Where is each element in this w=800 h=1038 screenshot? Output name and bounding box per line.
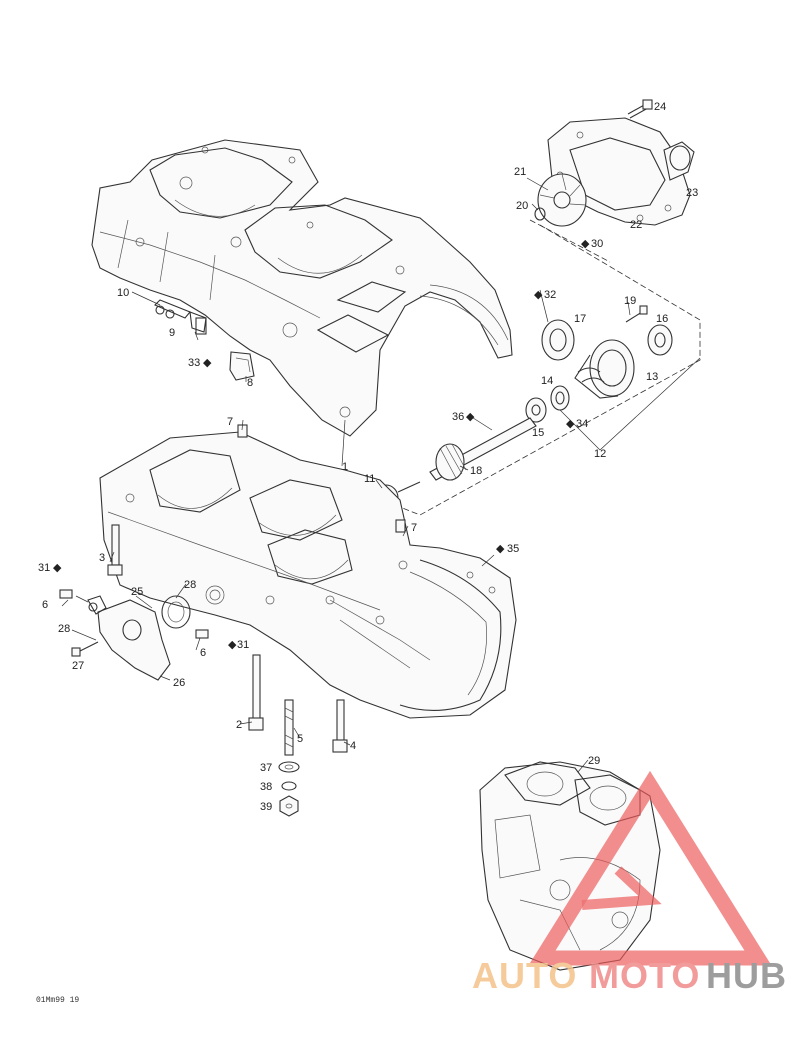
- callout-labels: 24 21 23 20 22 ◆ 30 ◆ 32 19 16 17 13 14 …: [38, 101, 698, 813]
- callout-1: 1: [342, 461, 348, 473]
- fitting-parts-9-10: [154, 299, 207, 335]
- callout-7-upper: 7: [227, 416, 233, 428]
- callout-21: 21: [514, 166, 526, 178]
- callout-4: 4: [350, 740, 356, 752]
- callout-6-left: 6: [42, 599, 48, 611]
- callout-36: 36: [452, 411, 464, 423]
- callout-5: 5: [297, 733, 303, 745]
- lubricant-drop-icon: ◆: [534, 289, 543, 301]
- callout-37: 37: [260, 762, 272, 774]
- callout-23: 23: [686, 187, 698, 199]
- callout-17: 17: [574, 313, 586, 325]
- callout-25: 25: [131, 586, 143, 598]
- callout-20: 20: [516, 200, 528, 212]
- watermark-hub: HUB: [706, 955, 787, 996]
- callout-13: 13: [646, 371, 658, 383]
- callout-15: 15: [532, 427, 544, 439]
- lubricant-drop-icon: ◆: [581, 238, 590, 250]
- callout-10: 10: [117, 287, 129, 299]
- callout-11: 11: [364, 473, 375, 485]
- callout-31-left: 31: [38, 562, 50, 574]
- callout-28-left: 28: [58, 623, 70, 635]
- lubricant-drop-icon: ◆: [53, 562, 62, 574]
- leader-lines: [61, 177, 701, 773]
- callout-32: 32: [544, 289, 556, 301]
- inset-cylinder-assembly: [479, 761, 661, 971]
- callout-3: 3: [99, 552, 105, 564]
- callout-22: 22: [630, 219, 642, 231]
- lubricant-drop-icon: ◆: [566, 418, 575, 430]
- automotohub-watermark-logo: AUTO MOTO HUB: [472, 770, 787, 996]
- lubricant-drop-icon: ◆: [228, 639, 237, 651]
- callout-31-center: 31: [237, 639, 249, 651]
- lubricant-drop-icon: ◆: [203, 357, 212, 369]
- dowel-part-7-lower: [395, 519, 406, 533]
- watermark-moto: MOTO: [589, 955, 700, 996]
- callout-18: 18: [470, 465, 482, 477]
- drawing-reference-code: 01Mm99 19: [36, 996, 80, 1005]
- water-pump-housing: [534, 99, 695, 227]
- callout-19: 19: [624, 295, 636, 307]
- watermark-auto: AUTO: [472, 955, 577, 996]
- grommet-part-8: [229, 351, 255, 381]
- callout-27: 27: [72, 660, 84, 672]
- callout-34: 34: [576, 418, 588, 430]
- callout-9: 9: [169, 327, 175, 339]
- callout-29: 29: [588, 755, 600, 767]
- callout-35: 35: [507, 543, 519, 555]
- pump-group-outline: [394, 224, 701, 516]
- callout-33: 33: [188, 357, 200, 369]
- drive-shaft-group: [373, 305, 673, 512]
- lubricant-drop-icon: ◆: [466, 411, 475, 423]
- oil-pump-assembly: [59, 589, 209, 681]
- callout-14: 14: [541, 375, 553, 387]
- callout-38: 38: [260, 781, 272, 793]
- callout-6-center: 6: [200, 647, 206, 659]
- callout-16: 16: [656, 313, 668, 325]
- callout-28-center: 28: [184, 579, 196, 591]
- lubricant-drop-icon: ◆: [496, 543, 505, 555]
- callout-8: 8: [247, 377, 253, 389]
- pump-group-outline-2: [529, 219, 611, 263]
- callout-30: 30: [591, 238, 603, 250]
- upper-crankcase: [91, 139, 513, 437]
- callout-39: 39: [260, 801, 272, 813]
- callout-26: 26: [173, 677, 185, 689]
- lower-crankcase: [99, 431, 517, 719]
- callout-7-lower: 7: [411, 522, 417, 534]
- studs-and-bolts: [107, 524, 348, 817]
- callout-24: 24: [654, 101, 666, 113]
- callout-2: 2: [236, 719, 242, 731]
- callout-12: 12: [594, 448, 606, 460]
